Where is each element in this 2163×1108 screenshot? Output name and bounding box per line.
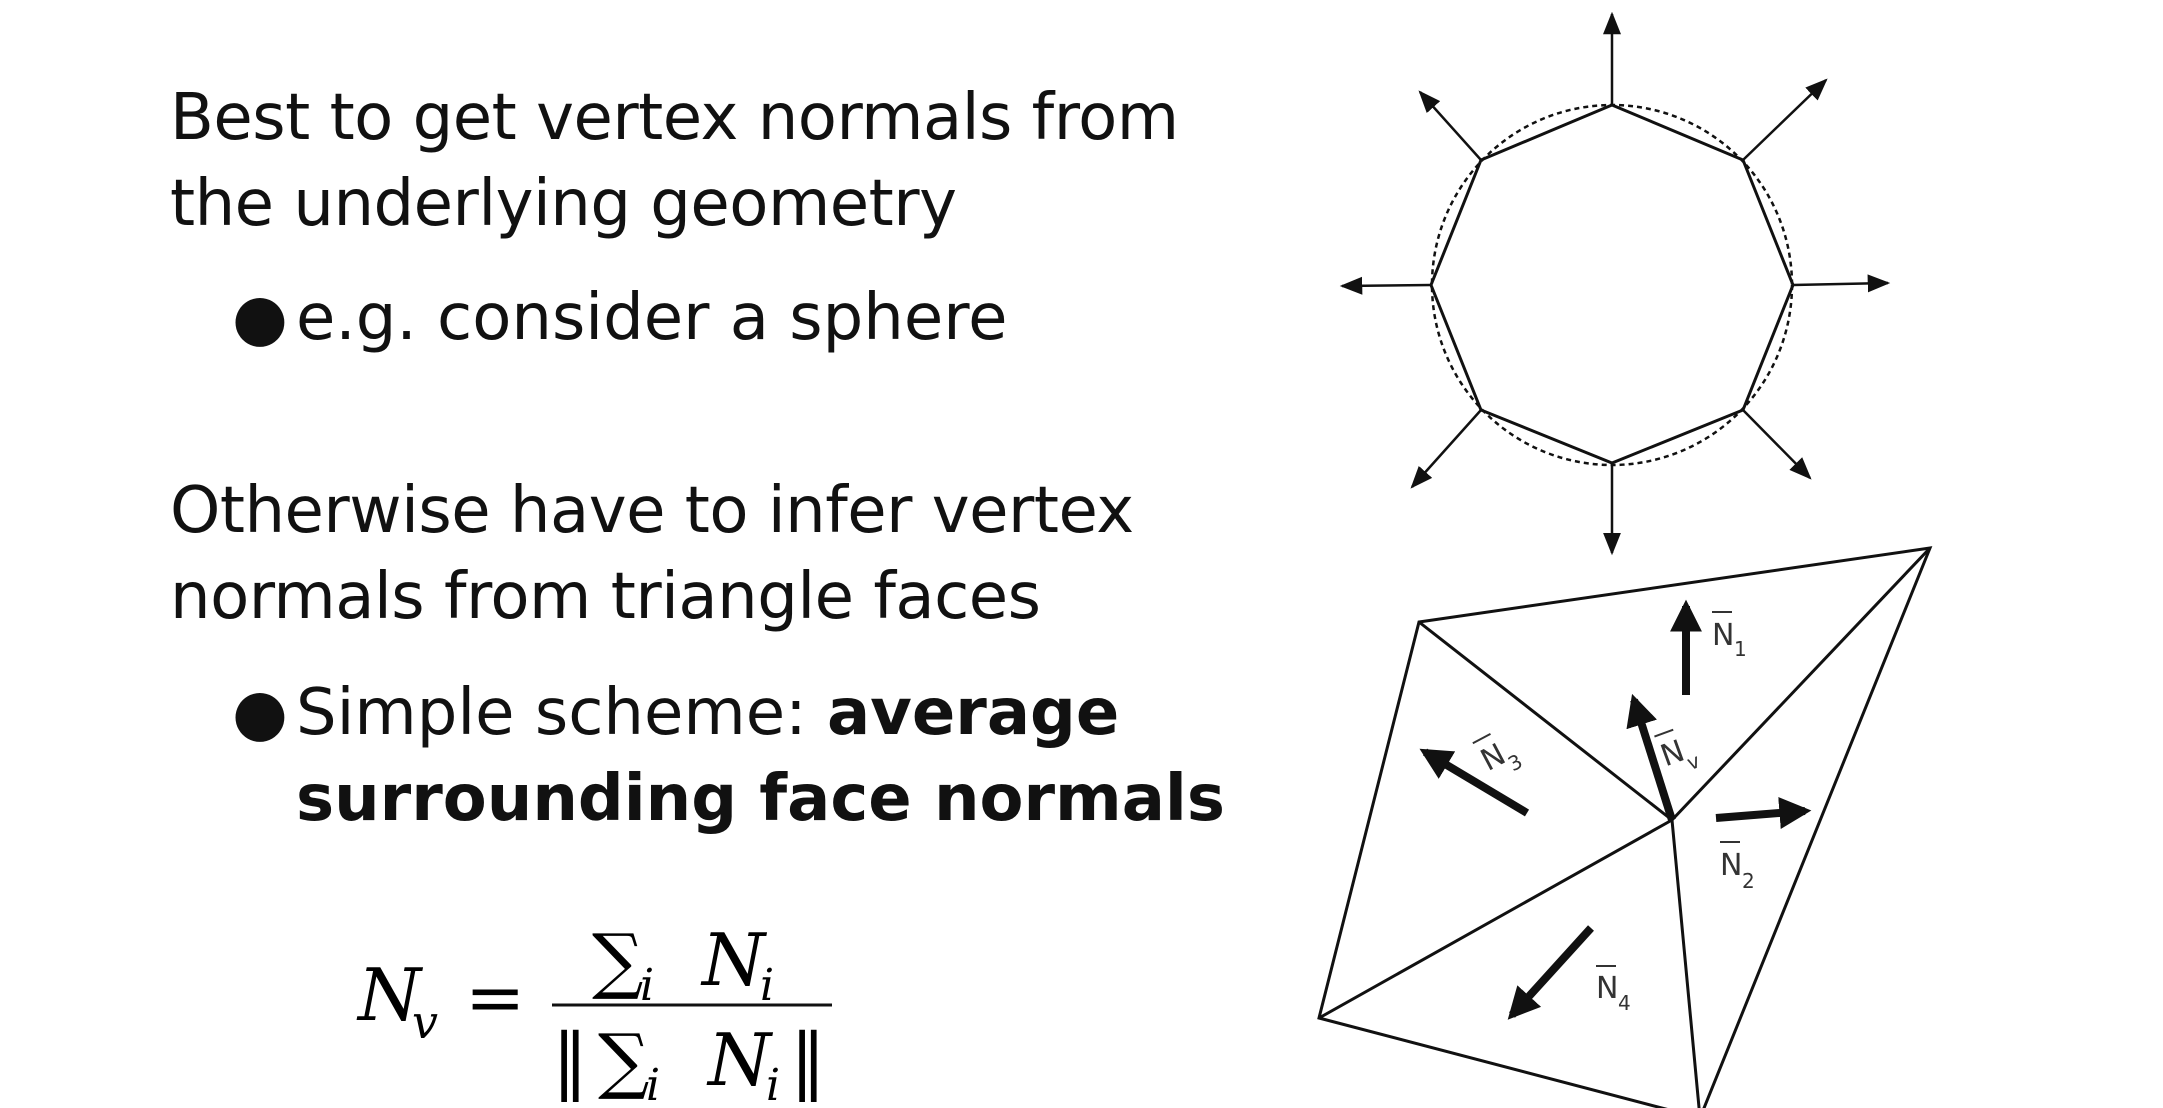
svg-text:N: N — [1596, 971, 1618, 1006]
bullet-scheme-prefix: Simple scheme: — [296, 676, 827, 750]
sphere-normals-diagram — [1339, 11, 1891, 556]
bullet-dot-icon: ● — [232, 676, 288, 750]
paragraph-infer-line2: normals from triangle faces — [170, 560, 1041, 634]
formula: N v = ∑ i N i ‖ ∑ i N i ‖ — [356, 918, 832, 1108]
svg-text:3: 3 — [1504, 749, 1527, 776]
label-n1: N 1 — [1712, 611, 1747, 661]
face-normal-arrows — [1419, 599, 1812, 1020]
formula-n-denominator: N — [706, 1018, 774, 1102]
label-nv: N v — [1654, 728, 1703, 775]
formula-lhs-sub: v — [412, 995, 438, 1049]
formula-lhs: N — [356, 953, 424, 1037]
svg-text:v: v — [1684, 748, 1703, 775]
svg-text:1: 1 — [1734, 637, 1747, 661]
formula-sub-i-denominator: i — [646, 1060, 660, 1108]
normal-nv-arrow — [1626, 693, 1676, 822]
label-n2: N 2 — [1720, 841, 1755, 893]
svg-text:N: N — [1712, 618, 1734, 653]
text-column-2: Otherwise have to infer vertex normals f… — [170, 468, 1190, 640]
paragraph-geometry-line2: the underlying geometry — [170, 167, 957, 241]
label-n3: N 3 — [1472, 733, 1527, 779]
formula-n-sub-denominator: i — [766, 1060, 780, 1108]
normal-n4-arrow — [1507, 925, 1594, 1020]
svg-text:N: N — [1720, 848, 1742, 883]
paragraph-infer: Otherwise have to infer vertex normals f… — [170, 468, 1190, 640]
formula-norm-left: ‖ — [552, 1018, 588, 1102]
formula-equals: = — [465, 955, 525, 1039]
normal-n2-arrow — [1715, 797, 1812, 829]
label-n4: N 4 — [1596, 965, 1631, 1015]
normal-n3-arrow — [1419, 748, 1530, 817]
bullet-scheme-bold-2: surrounding face normals — [296, 762, 1225, 836]
formula-n-numerator: N — [700, 918, 768, 1002]
text-column: Best to get vertex normals from the unde… — [170, 75, 1190, 247]
vertex-normal-arrows — [1339, 11, 1891, 556]
svg-text:4: 4 — [1618, 991, 1631, 1015]
bullet-scheme-bold-1: average — [826, 676, 1120, 750]
polygon-approximation — [1429, 103, 1795, 465]
formula-sum-numerator: ∑ — [592, 918, 643, 1002]
triangle-faces-diagram: N 1 N 2 N 3 N 4 N v — [1317, 546, 1933, 1108]
formula-sub-i-numerator: i — [640, 960, 654, 1011]
paragraph-geometry: Best to get vertex normals from the unde… — [170, 75, 1190, 247]
svg-text:2: 2 — [1742, 869, 1755, 893]
paragraph-geometry-line1: Best to get vertex normals from — [170, 81, 1179, 155]
formula-norm-right: ‖ — [790, 1018, 826, 1102]
paragraph-infer-line1: Otherwise have to infer vertex — [170, 474, 1134, 548]
formula-sum-denominator: ∑ — [598, 1018, 649, 1102]
bullet-sphere-text: e.g. consider a sphere — [296, 281, 1008, 355]
formula-n-sub-numerator: i — [760, 960, 774, 1011]
bullet-dot-icon: ● — [232, 281, 288, 355]
triangle-edges — [1317, 546, 1933, 1108]
